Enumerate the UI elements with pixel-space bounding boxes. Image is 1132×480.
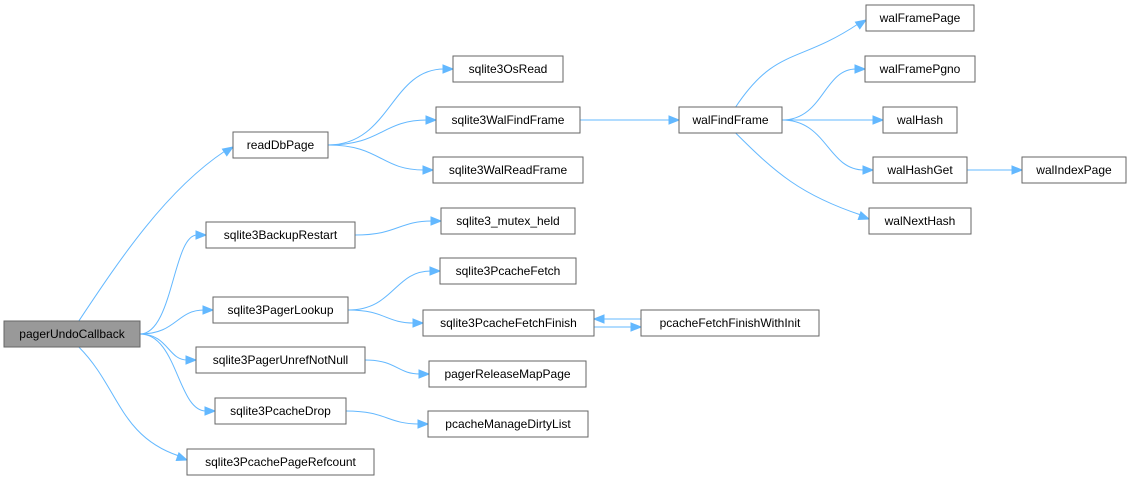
- edge-readDbPage-to-sqlite3OsRead: [327, 64, 455, 146]
- node-sqlite3PcacheFetchFinish[interactable]: sqlite3PcacheFetchFinish: [422, 309, 595, 337]
- edge-pagerUndoCallback-to-sqlite3PagerUnrefNotNull: [139, 333, 198, 365]
- node-sqlite3PagerUnrefNotNull[interactable]: sqlite3PagerUnrefNotNull: [195, 346, 366, 374]
- edge-sqlite3PagerLookup-to-sqlite3PcacheFetch: [347, 266, 442, 311]
- node-walFramePgno[interactable]: walFramePgno: [864, 55, 976, 83]
- edge-sqlite3PagerLookup-to-sqlite3PcacheFetchFinish: [347, 309, 425, 328]
- svg-text:sqlite3BackupRestart: sqlite3BackupRestart: [224, 228, 338, 242]
- svg-text:sqlite3_mutex_held: sqlite3_mutex_held: [456, 214, 559, 228]
- svg-text:pagerUndoCallback: pagerUndoCallback: [19, 327, 125, 341]
- call-edges: [78, 19, 1024, 461]
- edge-sqlite3PagerUnrefNotNull-to-pagerReleaseMapPage: [364, 359, 431, 379]
- node-walHash[interactable]: walHash: [882, 106, 958, 134]
- edge-walFindFrame-to-walHashGet: [781, 119, 875, 175]
- svg-text:sqlite3WalFindFrame: sqlite3WalFindFrame: [452, 113, 565, 127]
- edge-pagerUndoCallback-to-sqlite3PcachePageRefcount: [78, 346, 189, 461]
- svg-text:walIndexPage: walIndexPage: [1035, 163, 1112, 177]
- edge-sqlite3BackupRestart-to-sqlite3_mutex_held: [354, 216, 443, 236]
- edge-readDbPage-to-sqlite3WalReadFrame: [327, 144, 435, 175]
- node-sqlite3WalReadFrame[interactable]: sqlite3WalReadFrame: [432, 156, 584, 184]
- svg-text:pcacheFetchFinishWithInit: pcacheFetchFinishWithInit: [660, 316, 801, 330]
- svg-text:walNextHash: walNextHash: [884, 214, 956, 228]
- function-nodes: pagerUndoCallback readDbPage sqlite3Back…: [3, 4, 1127, 476]
- svg-text:walFindFrame: walFindFrame: [691, 113, 768, 127]
- node-sqlite3PcacheDrop[interactable]: sqlite3PcacheDrop: [214, 397, 347, 425]
- edge-readDbPage-to-sqlite3WalFindFrame: [327, 115, 438, 146]
- node-pagerReleaseMapPage[interactable]: pagerReleaseMapPage: [428, 360, 587, 388]
- edge-pcacheFetchFinishWithInit-to-sqlite3PcacheFetchFinish: [592, 314, 642, 324]
- node-walHashGet[interactable]: walHashGet: [872, 156, 968, 184]
- svg-text:walFramePage: walFramePage: [879, 11, 961, 25]
- svg-text:sqlite3PcacheFetchFinish: sqlite3PcacheFetchFinish: [440, 316, 577, 330]
- svg-text:walHash: walHash: [896, 113, 943, 127]
- node-walNextHash[interactable]: walNextHash: [868, 207, 972, 235]
- svg-text:sqlite3WalReadFrame: sqlite3WalReadFrame: [449, 163, 568, 177]
- svg-text:sqlite3PcacheFetch: sqlite3PcacheFetch: [456, 264, 561, 278]
- edge-pagerUndoCallback-to-readDbPage: [78, 146, 235, 322]
- svg-text:walFramePgno: walFramePgno: [879, 62, 961, 76]
- svg-text:sqlite3PcacheDrop: sqlite3PcacheDrop: [230, 404, 331, 418]
- edge-sqlite3PcacheDrop-to-pcacheManageDirtyList: [345, 410, 430, 429]
- node-sqlite3WalFindFrame[interactable]: sqlite3WalFindFrame: [435, 106, 581, 134]
- edge-walFindFrame-to-walFramePgno: [781, 64, 867, 121]
- svg-text:walHashGet: walHashGet: [886, 163, 953, 177]
- svg-text:sqlite3OsRead: sqlite3OsRead: [469, 62, 548, 76]
- svg-text:sqlite3PcachePageRefcount: sqlite3PcachePageRefcount: [205, 455, 356, 469]
- edge-pagerUndoCallback-to-sqlite3PcacheDrop: [139, 333, 217, 416]
- svg-text:sqlite3PagerUnrefNotNull: sqlite3PagerUnrefNotNull: [213, 353, 348, 367]
- edge-pagerUndoCallback-to-sqlite3BackupRestart: [139, 230, 208, 335]
- svg-text:pagerReleaseMapPage: pagerReleaseMapPage: [444, 367, 570, 381]
- edge-pagerUndoCallback-to-sqlite3PagerLookup: [139, 305, 215, 335]
- edge-walFindFrame-to-walFramePage: [735, 19, 868, 108]
- node-sqlite3PcacheFetch[interactable]: sqlite3PcacheFetch: [439, 257, 577, 285]
- svg-text:readDbPage: readDbPage: [247, 138, 315, 152]
- node-walFindFrame[interactable]: walFindFrame: [678, 106, 783, 134]
- node-walFramePage[interactable]: walFramePage: [865, 4, 975, 32]
- svg-text:pcacheManageDirtyList: pcacheManageDirtyList: [445, 417, 571, 431]
- edge-walFindFrame-to-walHash: [782, 115, 885, 125]
- node-walIndexPage[interactable]: walIndexPage: [1021, 156, 1127, 184]
- node-pcacheManageDirtyList[interactable]: pcacheManageDirtyList: [427, 410, 589, 438]
- node-sqlite3PagerLookup[interactable]: sqlite3PagerLookup: [212, 296, 349, 324]
- node-sqlite3PcachePageRefcount[interactable]: sqlite3PcachePageRefcount: [186, 448, 375, 476]
- node-pcacheFetchFinishWithInit[interactable]: pcacheFetchFinishWithInit: [640, 309, 820, 337]
- edge-sqlite3WalFindFrame-to-walFindFrame: [580, 115, 681, 125]
- edge-walHashGet-to-walIndexPage: [967, 165, 1024, 175]
- node-sqlite3OsRead[interactable]: sqlite3OsRead: [452, 55, 564, 83]
- node-pagerUndoCallback[interactable]: pagerUndoCallback: [3, 320, 141, 348]
- edge-sqlite3PcacheFetchFinish-to-pcacheFetchFinishWithInit: [594, 322, 643, 332]
- node-sqlite3BackupRestart[interactable]: sqlite3BackupRestart: [205, 221, 356, 249]
- edge-walFindFrame-to-walNextHash: [735, 132, 871, 220]
- node-sqlite3_mutex_held[interactable]: sqlite3_mutex_held: [440, 207, 576, 235]
- svg-text:sqlite3PagerLookup: sqlite3PagerLookup: [227, 303, 333, 317]
- node-readDbPage[interactable]: readDbPage: [232, 131, 329, 159]
